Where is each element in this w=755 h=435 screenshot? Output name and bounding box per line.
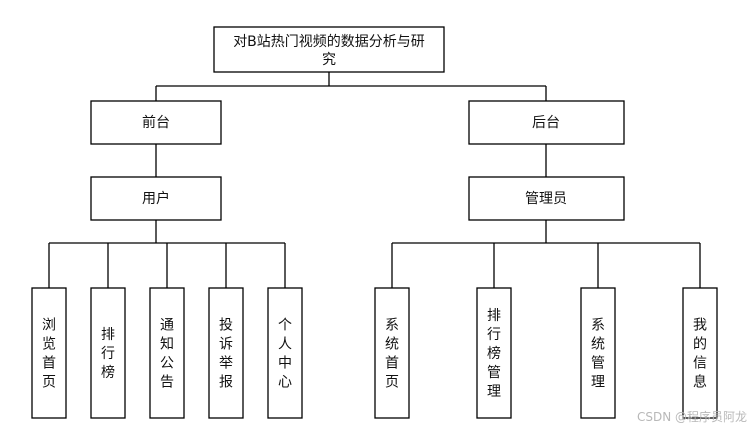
function-node-label: 投诉举报 <box>219 318 233 391</box>
function-node-label: 浏览首页 <box>42 318 56 391</box>
user-label: 用户 <box>142 190 170 207</box>
function-node: 排行榜管理 <box>476 287 512 419</box>
function-node-label: 通知公告 <box>160 318 174 391</box>
back-node: 后台 <box>468 100 625 145</box>
function-node: 通知公告 <box>149 287 185 419</box>
function-node: 系统管理 <box>580 287 616 419</box>
front-label: 前台 <box>142 114 170 131</box>
root-label-line2: 究 <box>322 52 336 68</box>
function-node-box <box>374 287 410 419</box>
function-node-box <box>208 287 244 419</box>
function-node-label: 排行榜 <box>101 327 115 381</box>
function-node: 投诉举报 <box>208 287 244 419</box>
function-node: 排行榜 <box>90 287 126 419</box>
function-node-box <box>682 287 718 419</box>
function-node-label: 系统管理 <box>591 318 605 391</box>
user-node: 用户 <box>90 176 222 221</box>
function-node-box <box>476 287 512 419</box>
admin-label: 管理员 <box>525 191 567 207</box>
connector-lines <box>48 72 701 288</box>
function-node: 浏览首页 <box>31 287 67 419</box>
function-node-label: 个人中心 <box>278 318 292 391</box>
function-node-box <box>267 287 303 419</box>
front-node: 前台 <box>90 100 222 145</box>
admin-function-list: 系统首页 排行榜管理 系统管理 我的信息 <box>374 287 718 419</box>
function-node: 我的信息 <box>682 287 718 419</box>
root-node: 对B站热门视频的数据分析与研 究 <box>213 26 445 73</box>
function-node: 个人中心 <box>267 287 303 419</box>
function-node-box <box>90 287 126 419</box>
function-node-box <box>580 287 616 419</box>
admin-node: 管理员 <box>468 176 625 221</box>
root-label-line1: 对B站热门视频的数据分析与研 <box>233 34 425 50</box>
back-label: 后台 <box>532 115 560 131</box>
watermark-text: CSDN @程序员阿龙 <box>636 410 747 424</box>
function-node-box <box>31 287 67 419</box>
user-function-list: 浏览首页 排行榜 通知公告 投诉举报 个人中心 <box>31 287 303 419</box>
function-node-label: 我的信息 <box>693 318 707 391</box>
function-node: 系统首页 <box>374 287 410 419</box>
function-node-box <box>149 287 185 419</box>
function-node-label: 排行榜管理 <box>487 308 501 400</box>
function-node-label: 系统首页 <box>385 318 399 391</box>
